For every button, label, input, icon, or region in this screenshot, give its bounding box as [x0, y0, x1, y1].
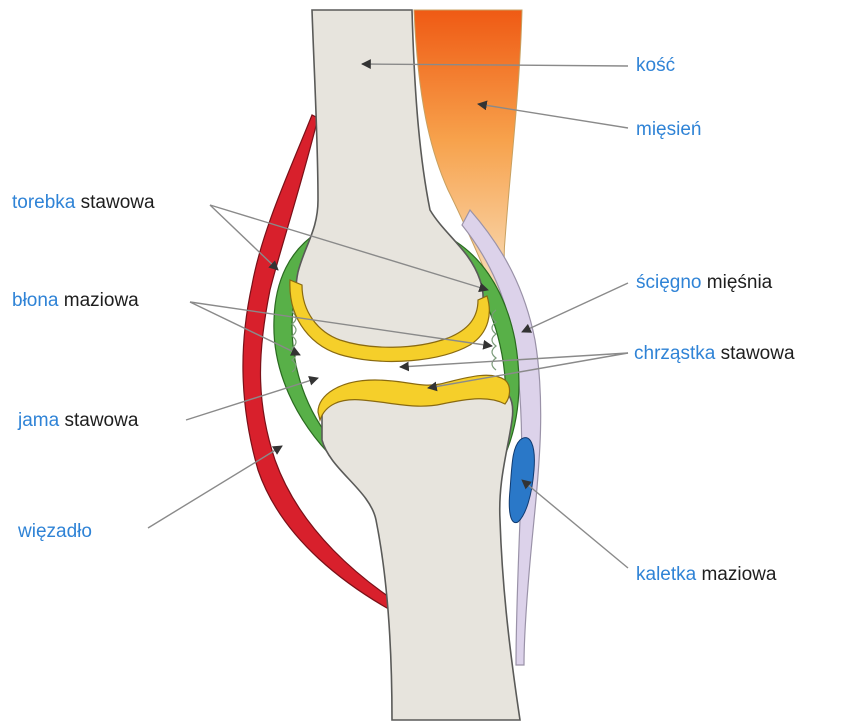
label-sciegno-highlight: ścięgno: [636, 272, 702, 293]
label-kaletka-highlight: kaletka: [636, 564, 696, 585]
lower-bone-shape: [322, 388, 520, 720]
label-torebka-highlight: torebka: [12, 192, 75, 213]
label-blona-highlight: błona: [12, 290, 59, 311]
label-sciegno: ścięgno mięśnia: [636, 272, 772, 294]
label-kaletka: kaletka maziowa: [636, 564, 776, 586]
label-blona: błona maziowa: [12, 290, 139, 312]
label-kosc: kość: [636, 55, 675, 77]
label-kosc-highlight: kość: [636, 55, 675, 76]
leader-sciegno: [522, 283, 628, 332]
label-chrzastka-highlight: chrząstka: [634, 343, 715, 364]
label-miesien: mięsień: [636, 119, 701, 141]
label-torebka: torebka stawowa: [12, 192, 155, 214]
label-chrzastka: chrząstka stawowa: [634, 343, 795, 365]
label-sciegno-rest: mięśnia: [707, 272, 772, 293]
label-blona-rest: maziowa: [64, 290, 139, 311]
leader-kaletka: [522, 480, 628, 568]
label-miesien-highlight: mięsień: [636, 119, 701, 140]
label-wiezadlo-highlight: więzadło: [18, 521, 92, 542]
label-kaletka-rest: maziowa: [701, 564, 776, 585]
label-wiezadlo: więzadło: [18, 521, 92, 543]
label-jama-highlight: jama: [18, 410, 59, 431]
label-chrzastka-rest: stawowa: [721, 343, 795, 364]
leader-wiezadlo: [148, 446, 282, 528]
label-torebka-rest: stawowa: [81, 192, 155, 213]
label-jama: jama stawowa: [18, 410, 138, 432]
label-jama-rest: stawowa: [64, 410, 138, 431]
